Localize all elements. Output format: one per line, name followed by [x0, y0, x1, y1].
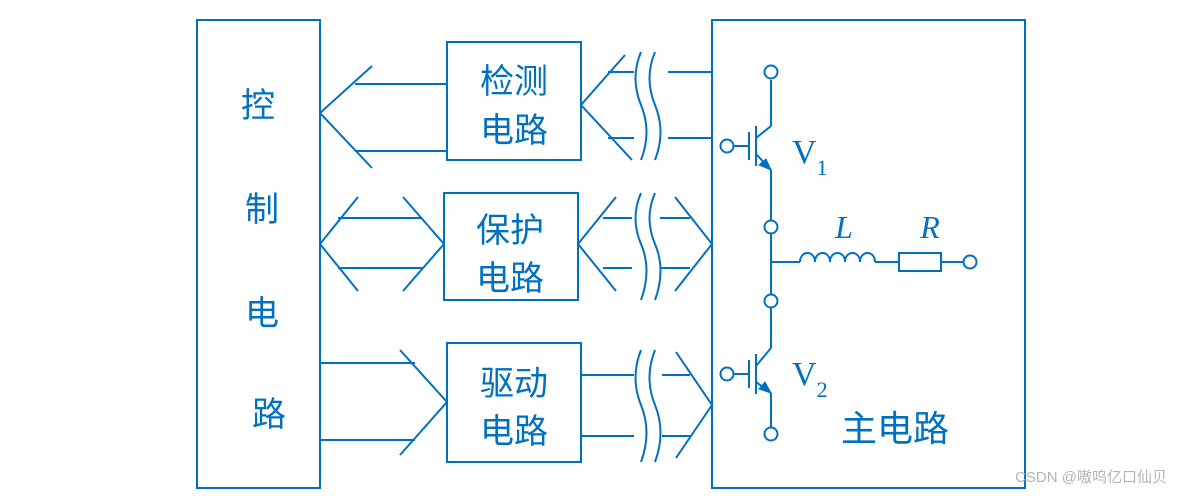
- protection-circuit-block: 保护 电路: [443, 192, 579, 301]
- v2-label: V2: [792, 356, 828, 402]
- control-char-1: 控: [241, 86, 275, 126]
- drive-circuit-block: 驱动 电路: [446, 342, 582, 463]
- arrow-control-protection: [318, 196, 446, 292]
- transistor-v1: V1: [719, 125, 828, 180]
- protection-label-line1: 保护: [476, 211, 544, 251]
- v1-gate-terminal: [719, 138, 735, 154]
- v2-gate-terminal: [719, 366, 735, 382]
- mid-lower-terminal: [763, 293, 779, 309]
- main-circuit-schematic: V1 V2 L R: [719, 64, 978, 442]
- inductor-label: L: [834, 209, 853, 245]
- control-char-4: 路: [252, 395, 286, 435]
- detection-circuit-block: 检测 电路: [446, 41, 582, 161]
- arrow-detection-to-control: [318, 65, 447, 169]
- protection-label-line2: 电路: [476, 259, 544, 299]
- mid-upper-terminal: [763, 219, 779, 235]
- v1-label: V1: [792, 134, 828, 180]
- arrow-main-to-detection: [579, 51, 712, 161]
- detection-label-line1: 检测: [480, 62, 548, 102]
- output-terminal: [962, 254, 978, 270]
- top-terminal: [763, 64, 779, 80]
- resistor-label: R: [919, 209, 940, 245]
- control-char-3: 电: [245, 294, 279, 334]
- drive-label-line2: 电路: [480, 412, 548, 452]
- control-char-2: 制: [245, 190, 279, 230]
- control-circuit-block: 控 制 电 路: [196, 19, 321, 489]
- drive-label-line1: 驱动: [480, 364, 548, 404]
- resistor-box: [898, 252, 942, 272]
- detection-label-line2: 电路: [480, 111, 548, 151]
- arrow-control-to-drive: [320, 349, 449, 456]
- inductor-coil: [799, 252, 876, 263]
- transistor-v2: V2: [719, 347, 828, 402]
- main-circuit-title: 主电路: [841, 409, 949, 450]
- arrow-protection-main: [576, 192, 714, 301]
- watermark: CSDN @嗷呜亿口仙贝: [1015, 469, 1167, 486]
- bottom-terminal: [763, 426, 779, 442]
- arrow-drive-to-main: [581, 349, 714, 463]
